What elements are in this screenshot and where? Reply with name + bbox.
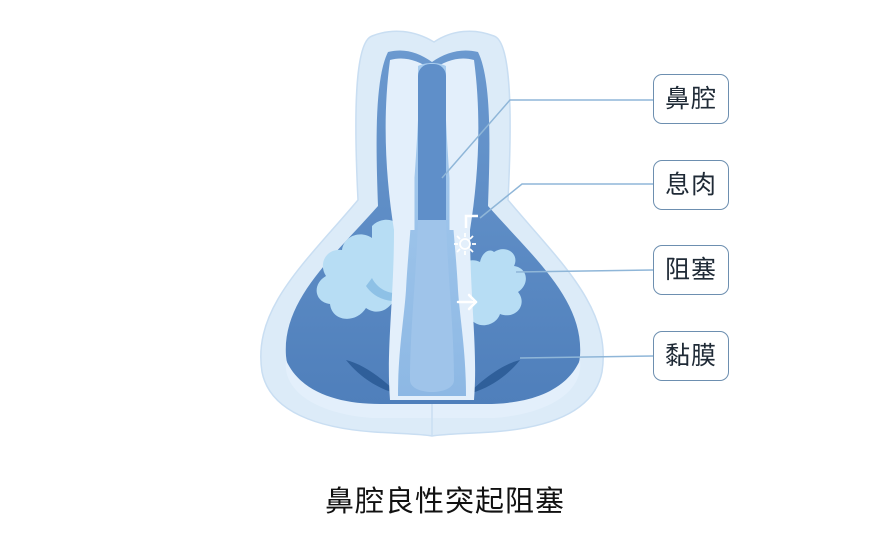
leader-line-polyp [479, 183, 653, 219]
label-mucosa: 黏膜 [653, 331, 729, 381]
leader-line-nasal-cavity [441, 99, 653, 179]
left-nostril [346, 360, 398, 394]
sparkle-icon [454, 233, 476, 255]
label-polyp: 息肉 [653, 160, 729, 210]
leader-line-obstruction [515, 269, 654, 273]
label-nasal-cavity: 鼻腔 [653, 74, 729, 124]
corner-bracket-icon [464, 214, 478, 228]
arrow-right-icon [456, 293, 478, 311]
leader-line-mucosa [519, 355, 654, 359]
septum-core-bulb [410, 220, 454, 392]
nostril-base [285, 360, 581, 418]
label-obstruction: 阻塞 [653, 245, 729, 295]
right-nostril [468, 360, 520, 394]
septum-core [418, 64, 446, 234]
diagram-caption: 鼻腔良性突起阻塞 [324, 484, 565, 518]
